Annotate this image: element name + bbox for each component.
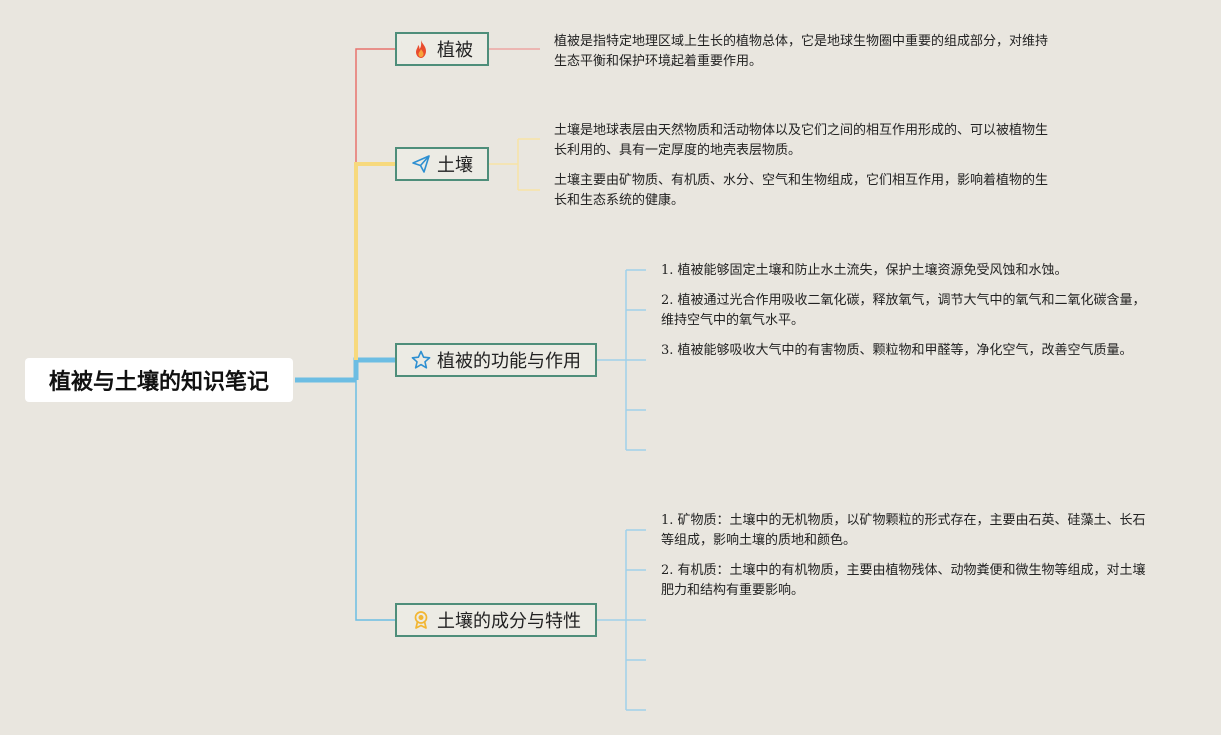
- topic-vegetation-functions[interactable]: 植被的功能与作用: [395, 343, 597, 377]
- spine-to-topic-1: [355, 48, 395, 360]
- topic-4-notes: 1. 矿物质：土壤中的无机物质，以矿物颗粒的形式存在，主要由石英、硅藻土、长石等…: [661, 511, 1156, 601]
- topic-2-note-bracket: [488, 138, 540, 191]
- note-text: 3. 植被能够吸收大气中的有害物质、颗粒物和甲醛等，净化空气，改善空气质量。: [661, 343, 1133, 358]
- flame-icon: [411, 39, 431, 59]
- topic-label: 土壤的成分与特性: [437, 611, 581, 632]
- topic-label: 土壤: [437, 155, 473, 176]
- spine-to-topic-2: [354, 162, 395, 360]
- root-title: 植被与土壤的知识笔记: [48, 370, 269, 395]
- topic-3-note-bracket: [596, 269, 646, 451]
- topic-4-note-bracket: [596, 529, 646, 711]
- root-topic[interactable]: 植被与土壤的知识笔记: [25, 358, 293, 402]
- note-text: 土壤是地球表层由天然物质和活动物体以及它们之间的相互作用形成的、可以被植物生长利…: [554, 123, 1049, 158]
- topic-soil-composition[interactable]: 土壤的成分与特性: [395, 603, 597, 637]
- note-text: 土壤主要由矿物质、有机质、水分、空气和生物组成，它们相互作用，影响着植物的生长和…: [554, 173, 1049, 208]
- note-text: 2. 有机质：土壤中的有机物质，主要由植物残体、动物粪便和微生物等组成，对土壤肥…: [661, 563, 1146, 598]
- topic-3-notes: 1. 植被能够固定土壤和防止水土流失，保护土壤资源免受风蚀和水蚀。 2. 植被通…: [661, 261, 1156, 361]
- topic-label: 植被的功能与作用: [437, 351, 581, 372]
- note-text: 2. 植被通过光合作用吸收二氧化碳，释放氧气，调节大气中的氧气和二氧化碳含量，维…: [661, 293, 1146, 328]
- star-icon: [411, 350, 431, 370]
- topic-1-notes: 植被是指特定地理区域上生长的植物总体，它是地球生物圈中重要的组成部分，对维持生态…: [554, 32, 1049, 72]
- topic-label: 植被: [437, 40, 473, 61]
- award-badge-icon: [411, 610, 431, 630]
- paper-plane-icon: [411, 154, 431, 174]
- topic-vegetation[interactable]: 植被: [395, 32, 489, 66]
- spine-to-topic-4: [355, 380, 395, 621]
- topic-soil[interactable]: 土壤: [395, 147, 489, 181]
- spine-to-topic-3: [353, 357, 395, 380]
- note-text: 1. 矿物质：土壤中的无机物质，以矿物颗粒的形式存在，主要由石英、硅藻土、长石等…: [661, 513, 1146, 548]
- note-text: 植被是指特定地理区域上生长的植物总体，它是地球生物圈中重要的组成部分，对维持生态…: [554, 34, 1049, 69]
- note-text: 1. 植被能够固定土壤和防止水土流失，保护土壤资源免受风蚀和水蚀。: [661, 263, 1068, 278]
- topic-2-notes: 土壤是地球表层由天然物质和活动物体以及它们之间的相互作用形成的、可以被植物生长利…: [554, 121, 1049, 211]
